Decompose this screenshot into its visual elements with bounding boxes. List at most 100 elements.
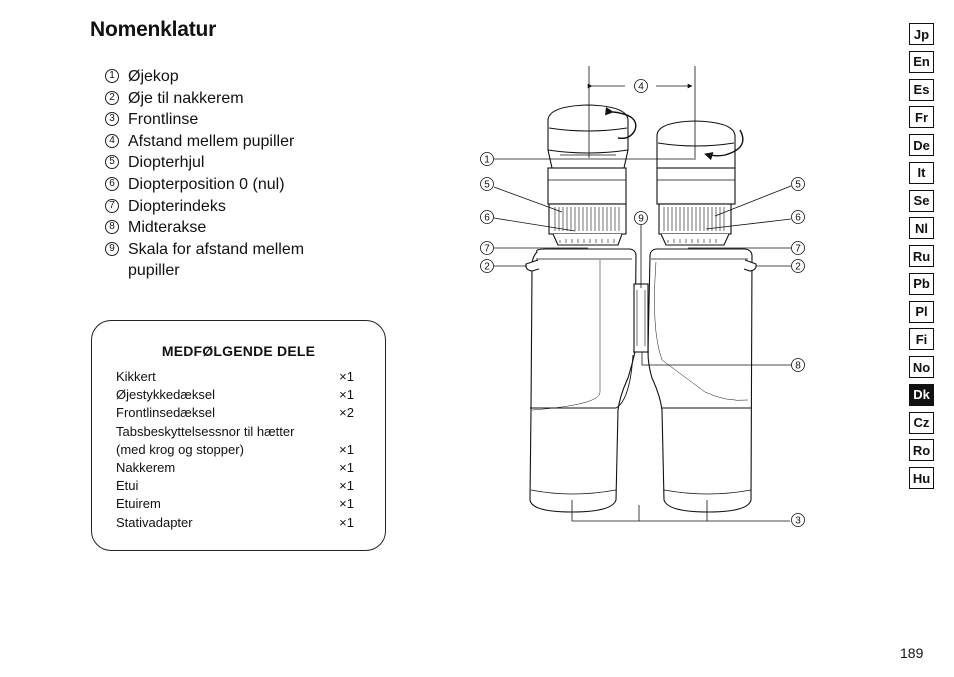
part-quantity: ×1 [339,514,354,530]
part-quantity: ×1 [339,478,354,494]
language-tab-pb[interactable]: Pb [909,272,934,295]
callout-4: 4 [638,82,644,93]
language-tab-no[interactable]: No [909,356,934,378]
center-hinge [633,283,649,353]
nomenclature-item: 9 Skala for afstand mellem pupiller [105,239,328,282]
part-name: (med krog og stopper) [116,441,244,457]
nomenclature-label: Diopterposition 0 (nul) [128,175,285,193]
callout-5-right: 5 [795,180,801,191]
parts-row: Stativadapter×1 [116,514,354,532]
nomenclature-item: 1 Øjekop [105,66,328,88]
part-quantity: ×1 [339,459,354,475]
part-name: Tabsbeskyttelsessnor til hætter [116,423,295,439]
part-name: Nakkerem [116,459,176,475]
language-tab-ro[interactable]: Ro [909,439,934,462]
language-tab-de[interactable]: De [909,134,934,156]
nomenclature-label: Diopterhjul [128,154,205,172]
parts-row: Frontlinsedæksel ×2 [116,404,354,422]
left-eyepiece-barrel [547,167,627,205]
callout-number: 4 [105,133,119,148]
callout-2-left: 2 [484,262,490,273]
language-tab-es[interactable]: Es [909,78,934,101]
nomenclature-item: 8 Midterakse [105,217,328,239]
callout-6-right: 6 [795,213,801,224]
left-diopter-ring [548,203,627,246]
language-tab-fi[interactable]: Fi [909,328,934,351]
left-body [529,248,637,513]
included-parts-heading: MEDFØLGENDE DELE [161,343,316,359]
parts-row: (med krog og stopper) ×1 [116,441,354,459]
callout-number: 8 [105,220,119,235]
language-tab-fr[interactable]: Fr [909,106,934,129]
callout-2-right: 2 [795,262,801,273]
part-quantity: ×1 [339,369,354,384]
callout-9: 9 [638,214,644,225]
callout-7-left: 7 [484,244,490,255]
callout-number: 5 [105,155,119,170]
callout-number: 7 [105,198,119,213]
language-tab-jp[interactable]: Jp [909,23,934,45]
nomenclature-label: Afstand mellem pupiller [128,132,295,150]
nomenclature-item: 7 Diopterindeks [105,196,328,218]
right-rotate-arrow [704,129,744,161]
leader-5l [493,186,563,213]
page-number: 189 [900,645,924,661]
leader-8 [641,352,791,366]
part-quantity: ×1 [339,496,354,512]
language-tab-hu[interactable]: Hu [909,467,934,489]
callout-1: 1 [484,155,490,166]
leader-5r [714,185,792,217]
callout-number: 1 [105,69,119,83]
nomenclature-label: Skala for afstand mellem pupiller [128,240,305,280]
callout-number: 2 [105,90,119,105]
left-rotate-arrow [605,106,637,140]
left-eyecup [547,104,629,169]
nomenclature-label: Frontlinse [128,111,199,129]
part-quantity: ×2 [339,405,354,421]
language-tab-se[interactable]: Se [909,189,934,212]
language-tab-dk[interactable]: Dk [909,383,934,406]
right-diopter-ring [658,203,732,246]
right-strap-eyelet [743,259,757,272]
language-tab-pl[interactable]: Pl [909,300,934,323]
page-title: Nomenklatur [90,18,217,41]
part-name: Øjestykkedæksel [116,387,215,403]
nomenclature-item: 2 Øje til nakkerem [105,88,328,110]
nomenclature-label: Øjekop [128,68,179,85]
part-name: Etui [116,478,139,494]
right-eyepiece-barrel [656,167,736,205]
language-tab-it[interactable]: It [909,161,934,184]
language-tab-ru[interactable]: Ru [909,245,934,267]
parts-row: Etui ×1 [116,477,354,495]
parts-row: Kikkert ×1 [116,368,354,386]
callout-5-left: 5 [484,180,490,191]
right-eyecup [656,120,736,172]
language-tab-cz[interactable]: Cz [909,411,934,434]
language-tab-en[interactable]: En [909,50,934,73]
nomenclature-label: Diopterindeks [128,197,226,215]
callout-7-right: 7 [795,244,801,255]
nomenclature-item: 6 Diopterposition 0 (nul) [105,174,328,196]
part-name: Kikkert [116,369,156,384]
callout-number: 6 [105,176,119,191]
nomenclature-item: 3 Frontlinse [105,109,328,131]
callout-number: 9 [105,241,119,256]
right-body [647,248,753,513]
language-tab-nl[interactable]: Nl [909,217,934,240]
included-parts-list: Kikkert ×1 Øjestykkedæksel ×1 Frontlinsedæ… [116,368,354,532]
parts-row: Nakkerem ×1 [116,459,354,477]
part-quantity: ×1 [339,387,354,403]
nomenclature-item: 5 Diopterhjul [105,152,328,174]
nomenclature-label: Øje til nakkerem [128,89,244,107]
leader-6l [493,217,576,232]
callout-6-left: 6 [484,213,490,224]
part-quantity: ×1 [339,441,354,457]
part-name: Frontlinsedæksel [116,405,215,421]
nomenclature-list: 1 Øjekop 2 Øje til nakkerem 3 Frontlinse… [105,66,328,282]
parts-row: Tabsbeskyttelsessnor til hætter [116,423,354,441]
nomenclature-item: 4 Afstand mellem pupiller [105,131,328,153]
leader-6r [705,218,792,230]
callout-number: 3 [105,112,119,127]
nomenclature-label: Midterakse [128,219,207,237]
left-strap-eyelet [525,259,540,272]
